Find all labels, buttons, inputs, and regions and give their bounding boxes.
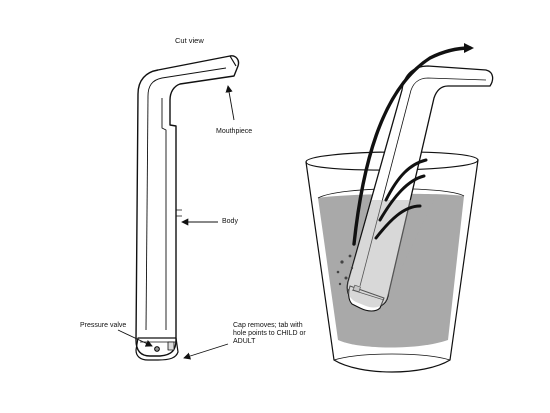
mouthpiece-tip	[229, 55, 237, 67]
cut-view-device	[135, 55, 240, 361]
airflow-arrow	[352, 43, 474, 246]
glass-walls	[305, 159, 479, 373]
device-inner-body	[145, 95, 149, 331]
device-inner-wall	[147, 67, 227, 97]
pressure-valve-label: Pressure valve	[80, 322, 127, 329]
bubbles	[336, 254, 354, 291]
cut-view-title: Cut view	[175, 36, 204, 45]
glass-illustration	[305, 43, 494, 373]
device-cap	[135, 337, 179, 361]
cap-label: Cap removes; tab with hole points to CHI…	[233, 322, 306, 345]
device-outline	[135, 55, 240, 357]
mouthpiece-label: Mouthpiece	[216, 128, 253, 135]
body-label: Body	[222, 218, 238, 225]
mouthpiece-arrow	[225, 85, 235, 121]
glass-base	[333, 353, 451, 361]
flow-curves	[374, 158, 428, 240]
cap-tab	[167, 341, 175, 351]
label-arrows	[117, 85, 235, 360]
pressure-valve-arrow	[117, 329, 153, 347]
device-in-glass	[346, 65, 494, 312]
cap-arrow	[183, 343, 229, 360]
device-inner-body-right	[161, 98, 167, 330]
